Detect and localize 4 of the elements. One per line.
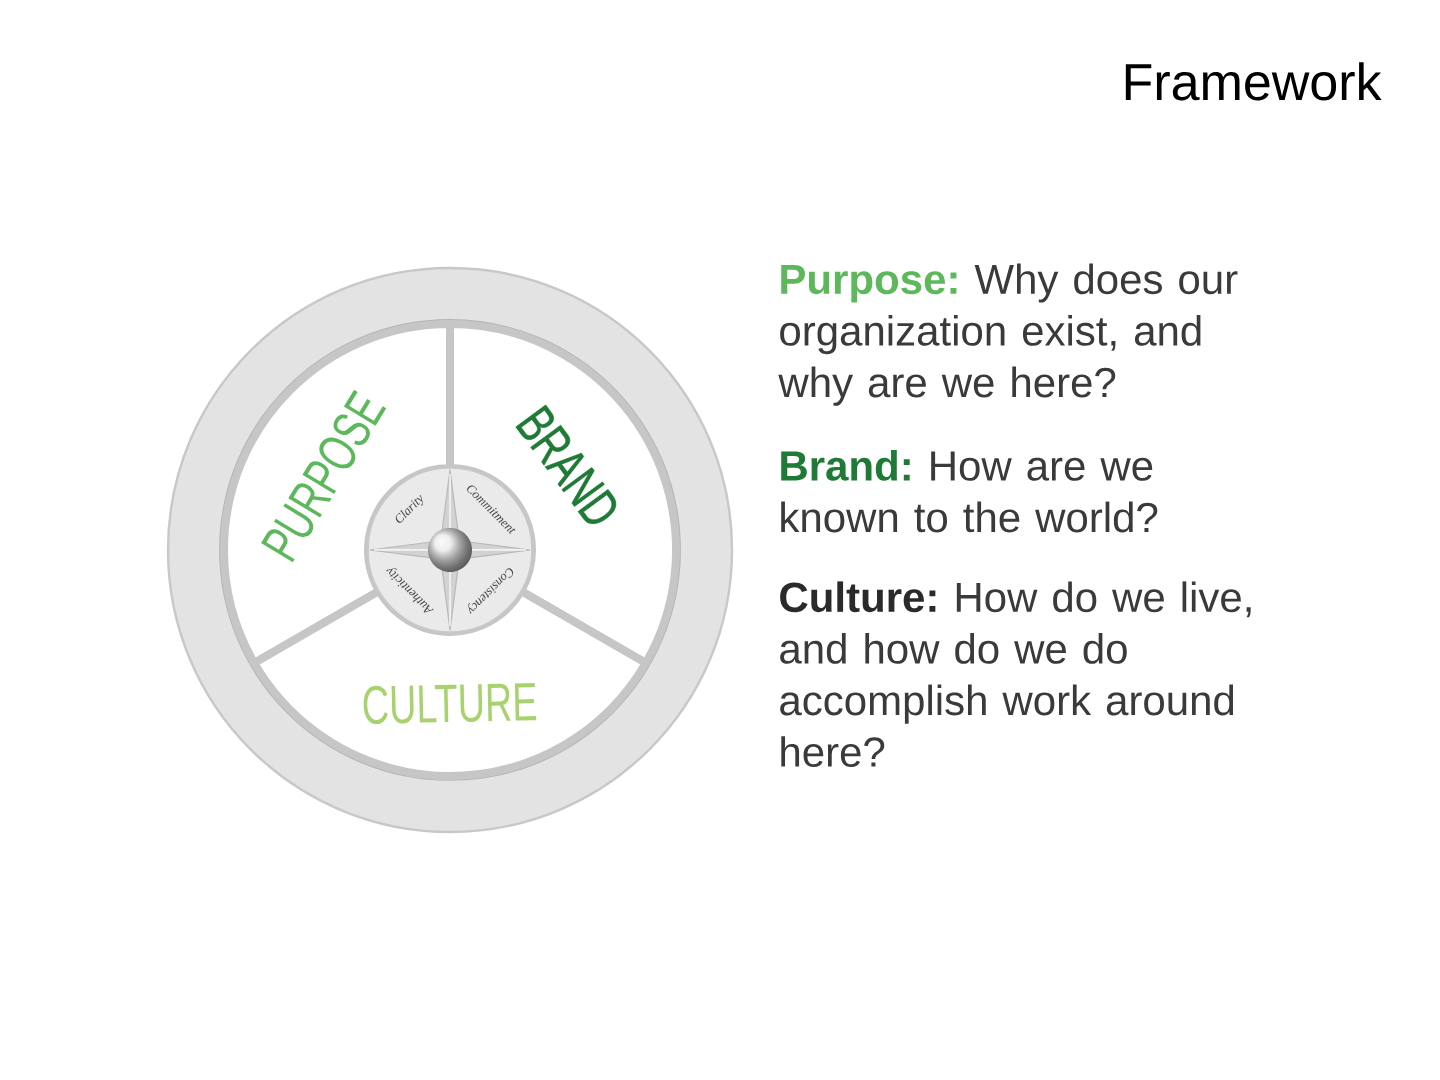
description-text: Purpose: Why does our organization exist, and why are we here? <box>778 263 1238 406</box>
description-text: Brand: How are we known to the world? <box>781 450 1158 533</box>
description-text: Culture: How do we live, and how do we do accomplish work around here? <box>780 581 1251 767</box>
title: Framework <box>1125 62 1382 101</box>
